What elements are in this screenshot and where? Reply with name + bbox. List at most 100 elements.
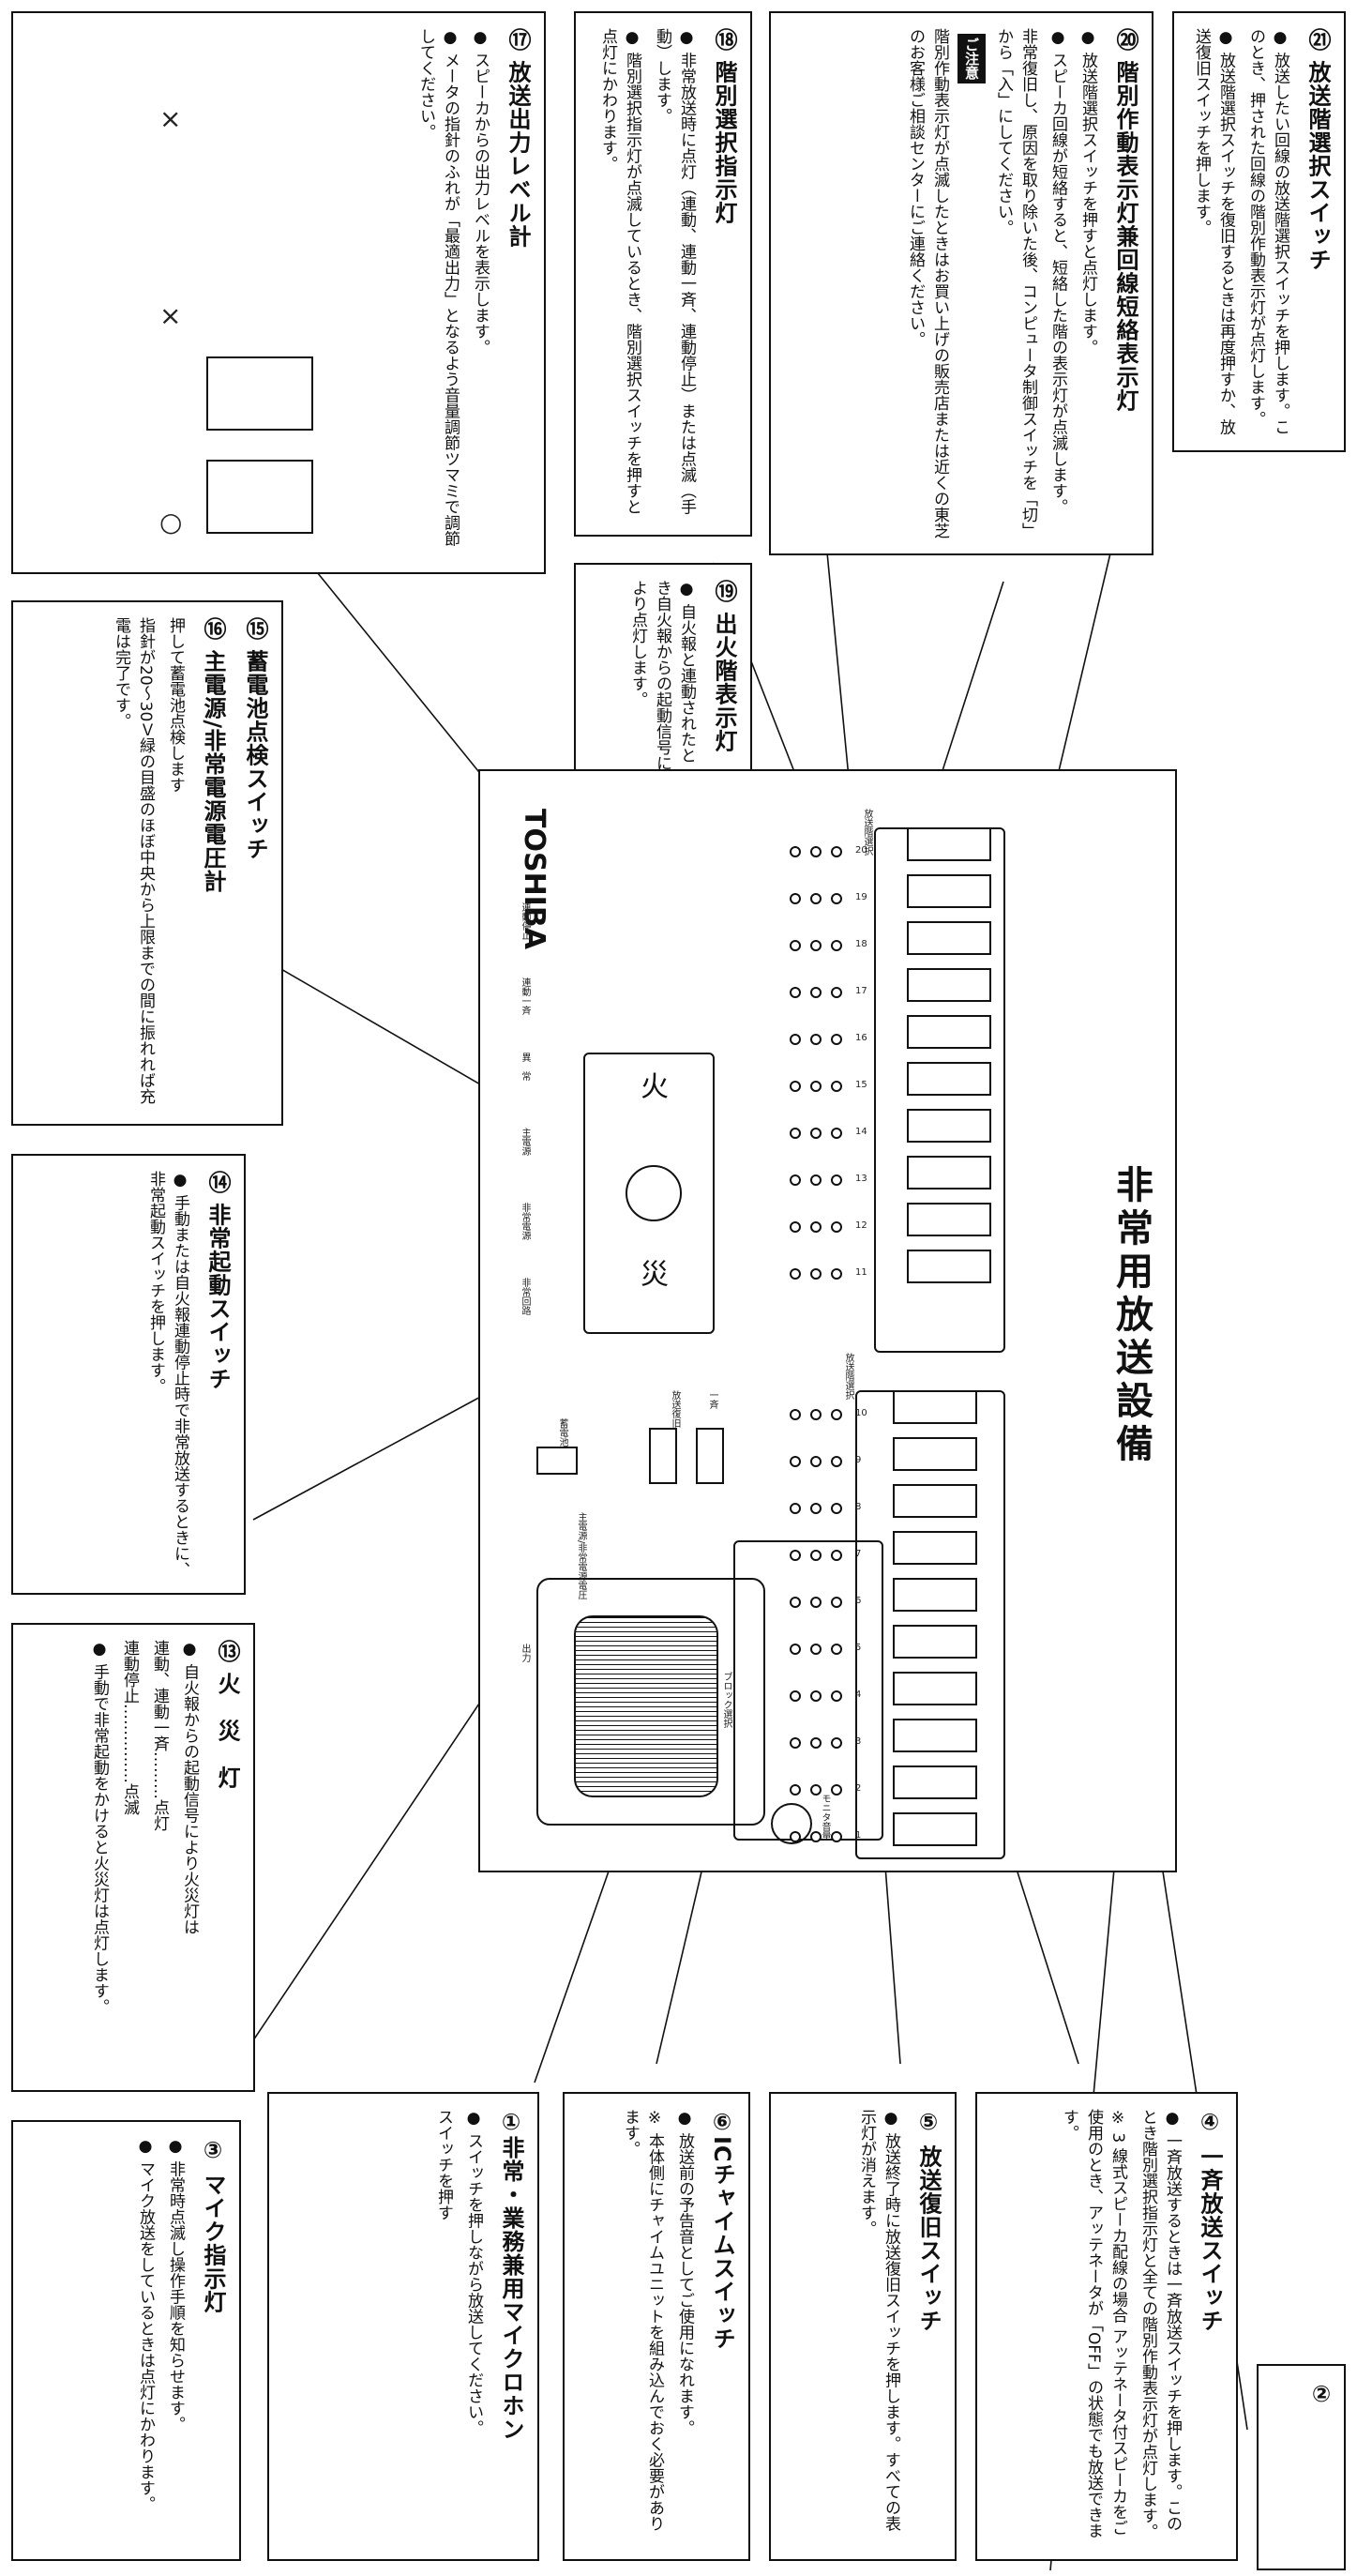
microphone[interactable] bbox=[574, 1615, 718, 1797]
callout-text: 放送したい回線の放送階選択スイッチを押します。このとき、押された回線の階別作動表… bbox=[1244, 28, 1292, 435]
floor-indicator-led bbox=[790, 1784, 801, 1796]
floor-select-switch[interactable] bbox=[893, 1578, 977, 1612]
floor-indicator-led bbox=[810, 1456, 822, 1467]
floor-number-label: 4 bbox=[855, 1690, 862, 1700]
floor-select-switch[interactable] bbox=[893, 1812, 977, 1846]
callout-chime-switch: ⑥ICチャイムスイッチ 放送前の予告音としてご使用になれます。 ※ 本体側にチャ… bbox=[563, 2092, 750, 2561]
floor-number-label: 18 bbox=[855, 939, 867, 949]
callout-text: 非常放送時に点灯（連動、連動一斉、連動停止）または点滅（手動）します。 bbox=[650, 28, 699, 520]
callout-text: 自火報と連動されたとき自火報からの起動信号により点灯します。 bbox=[626, 580, 699, 771]
floor-indicator-led bbox=[790, 1174, 801, 1186]
floor-select-switch[interactable] bbox=[893, 1437, 977, 1471]
floor-select-switch[interactable] bbox=[893, 1531, 977, 1565]
floor-indicator-led bbox=[831, 846, 842, 857]
callout-text: 非常時点滅し操作手順を知らせます。 bbox=[163, 2137, 188, 2544]
floor-select-switch[interactable] bbox=[907, 1015, 991, 1049]
callout-mic-indicator: ③ マイク指示灯 非常時点滅し操作手順を知らせます。 マイク放送をしているときは… bbox=[11, 2120, 241, 2561]
floor-select-switch[interactable] bbox=[893, 1672, 977, 1705]
floor-indicator-led bbox=[790, 1409, 801, 1420]
equipment-panel: 非常用放送設備 TOSHIBA 火 災 連動停止 連動一斉 異 常 主電源 非常… bbox=[478, 769, 1177, 1872]
status-light-label: 連動一斉 bbox=[520, 977, 530, 1015]
floor-select-switch[interactable] bbox=[907, 921, 991, 955]
block-select-label: ブロック選択 bbox=[721, 1672, 731, 1728]
floor-indicator-led bbox=[790, 1644, 801, 1655]
emergency-start-button[interactable] bbox=[626, 1165, 682, 1221]
floor-number-label: 8 bbox=[855, 1502, 862, 1512]
floor-indicator-led bbox=[831, 1128, 842, 1139]
callout-title: ⑲ 出火階表示灯 bbox=[711, 580, 737, 753]
callout-text: 自火報からの起動信号により火災灯は bbox=[177, 1640, 202, 2075]
floor-select-switch[interactable] bbox=[893, 1719, 977, 1752]
floor-group-label: 放送階選択 bbox=[862, 809, 872, 856]
callout-text: スイッチを押しながら放送してください。 bbox=[461, 2109, 486, 2544]
callout-note: ※ 本体側にチャイムユニットを組み込んでおく必要があります。 bbox=[621, 2109, 664, 2532]
floor-select-switch[interactable] bbox=[893, 1390, 977, 1424]
floor-indicator-led bbox=[810, 940, 822, 951]
callout-note: ※ 3 線式スピーカ配線の場合 アッテネータ付スピーカをご使用のとき、アッテネー… bbox=[1060, 2109, 1127, 2538]
floor-number-label: 13 bbox=[855, 1174, 867, 1184]
restore-switch[interactable] bbox=[649, 1428, 677, 1484]
monitor-volume-knob[interactable] bbox=[771, 1803, 812, 1844]
vu-meter-ok bbox=[206, 356, 313, 431]
floor-indicator-led bbox=[831, 1597, 842, 1608]
floor-select-switch[interactable] bbox=[907, 1203, 991, 1236]
callout-title: ④ 一斉放送スイッチ bbox=[1197, 2109, 1223, 2333]
floor-indicator-led bbox=[790, 940, 801, 951]
fire-button-label: 災 bbox=[635, 1259, 668, 1287]
status-light-label: 主電源 bbox=[520, 1128, 530, 1156]
callout-fire-lamp: ⑬ 火 災 灯 自火報からの起動信号により火災灯は 連動、連動一斉………点灯 連… bbox=[11, 1623, 255, 2092]
floor-select-switch[interactable] bbox=[907, 827, 991, 861]
callout-title: ①非常・業務兼用マイクロホン bbox=[498, 2109, 524, 2441]
floor-number-label: 5 bbox=[855, 1643, 862, 1653]
floor-indicator-led bbox=[790, 1597, 801, 1608]
floor-indicator-led bbox=[790, 846, 801, 857]
all-broadcast-switch[interactable] bbox=[696, 1428, 724, 1484]
status-light-column: 連動停止 連動一斉 異 常 主電源 非常電源 非常回路 bbox=[518, 893, 574, 1456]
floor-indicator-led bbox=[810, 1644, 822, 1655]
floor-number-label: 14 bbox=[855, 1127, 867, 1137]
floor-indicator-led bbox=[790, 1503, 801, 1514]
floor-indicator-led bbox=[831, 1831, 842, 1842]
floor-indicator-led bbox=[790, 893, 801, 904]
callout-broadcast-floor-switch: ㉑ 放送階選択スイッチ 放送したい回線の放送階選択スイッチを押します。このとき、… bbox=[1172, 11, 1346, 452]
floor-indicator-led bbox=[810, 1503, 822, 1514]
callout-battery-check-switch: ⑮ 蓄電池点検スイッチ ⑯ 主電源/非常電源電圧計 押して蓄電池点検します 指針… bbox=[11, 600, 283, 1126]
floor-select-switch[interactable] bbox=[907, 874, 991, 908]
status-light-label: 連動停止 bbox=[520, 902, 530, 940]
callout-restore-switch: ⑤ 放送復旧スイッチ 放送終了時に放送復旧スイッチを押します。すべての表示灯が消… bbox=[769, 2092, 957, 2561]
vu-meter-over bbox=[206, 460, 313, 534]
floor-indicator-led bbox=[790, 1456, 801, 1467]
callout-title: ㉑ 放送階選択スイッチ bbox=[1304, 28, 1331, 272]
floor-indicator-led bbox=[831, 940, 842, 951]
floor-select-switch[interactable] bbox=[893, 1625, 977, 1659]
status-light-label: 非常電源 bbox=[520, 1203, 530, 1240]
floor-select-switch[interactable] bbox=[893, 1765, 977, 1799]
floor-indicator-led bbox=[831, 1456, 842, 1467]
floor-indicator-led bbox=[810, 1174, 822, 1186]
callout-text: 階別選択指示灯が点滅しているとき、階別選択スイッチを押すと点灯にかわります。 bbox=[596, 28, 644, 520]
callout-text: 連動停止……………点滅 bbox=[120, 1640, 139, 1815]
floor-indicator-led bbox=[831, 1221, 842, 1233]
floor-indicator-led bbox=[810, 1081, 822, 1092]
floor-select-switch[interactable] bbox=[907, 1250, 991, 1283]
floor-indicator-led bbox=[831, 1034, 842, 1045]
floor-indicator-led bbox=[831, 1409, 842, 1420]
floor-indicator-led bbox=[810, 893, 822, 904]
floor-select-switch[interactable] bbox=[893, 1484, 977, 1518]
callout-text: 放送終了時に放送復旧スイッチを押します。すべての表示灯が消えます。 bbox=[854, 2109, 903, 2544]
floor-indicator-led bbox=[831, 1081, 842, 1092]
floor-indicator-led bbox=[810, 1221, 822, 1233]
floor-indicator-led bbox=[790, 1737, 801, 1749]
floor-number-label: 3 bbox=[855, 1736, 862, 1747]
callout-title: ⑱ 階別選択指示灯 bbox=[711, 28, 737, 225]
floor-number-label: 12 bbox=[855, 1220, 867, 1231]
floor-select-switch[interactable] bbox=[907, 1109, 991, 1143]
floor-select-switch[interactable] bbox=[907, 968, 991, 1002]
status-light-label: 非常回路 bbox=[520, 1278, 530, 1315]
floor-select-switch[interactable] bbox=[907, 1156, 991, 1190]
block-select-panel bbox=[733, 1540, 883, 1841]
floor-select-switch[interactable] bbox=[907, 1062, 991, 1096]
battery-check-switch[interactable] bbox=[536, 1447, 578, 1475]
floor-indicator-led bbox=[790, 1690, 801, 1702]
